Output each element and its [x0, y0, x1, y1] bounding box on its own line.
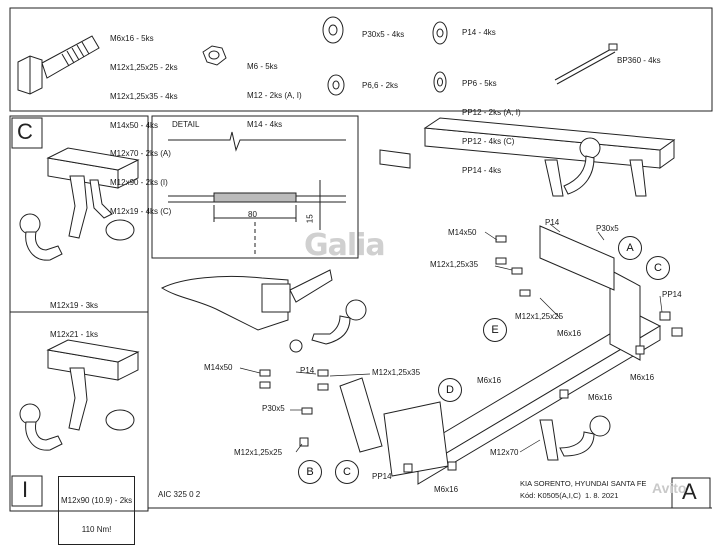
label-m12-35-left: M12x1,25x35 [372, 368, 421, 377]
panel-c-letter: C [17, 119, 33, 144]
panel-c-drawing [19, 147, 140, 261]
washer-pp-list: PP6 - 5ks PP12 - 2ks (A, I) PP12 - 4ks (… [462, 60, 521, 185]
callout-c-top: C [646, 256, 670, 280]
model-code: Kód: K0505(A,I,C) 1. 8. 2021 [520, 491, 619, 500]
nut-list: M6 - 5ks M12 - 2ks (A, I) M14 - 4ks [247, 43, 302, 139]
label-m6x16-bottom: M6x16 [434, 485, 459, 494]
bolt-item: M6x16 - 5ks [110, 34, 154, 44]
fasteners-drawing [259, 235, 683, 473]
washer-p14-label: P14 - 4ks [462, 28, 496, 37]
left-column-frame [9, 115, 149, 512]
callout-c-bottom: C [335, 460, 359, 484]
callout-a: A [618, 236, 642, 260]
label-pp14-right: PP14 [662, 290, 682, 299]
nut-item: M12 - 2ks (A, I) [247, 90, 302, 100]
label-m6x16-d: M6x16 [588, 393, 613, 402]
detail-drawing [168, 131, 346, 254]
exploded-view-drawing [339, 225, 662, 485]
bolt-item: M14x50 - 4ks [110, 120, 159, 130]
bolt-item: M12x1,25x35 - 4ks [110, 91, 178, 101]
panel-c-labels: M12x19 - 3ks M12x21 - 1ks [50, 282, 98, 349]
detail-frame [151, 115, 359, 259]
nut-item: M6 - 5ks [247, 62, 278, 72]
label-m6x16-b: M6x16 [630, 373, 655, 382]
label-m6x16-c: M6x16 [477, 376, 502, 385]
callout-e: E [483, 318, 507, 342]
bolt-item: M12x70 - 2ks (A) [110, 149, 171, 159]
detail-dim-80: 80 [248, 210, 257, 219]
label-m12-25-mid: M12x1,25x25 [515, 312, 564, 321]
drawing-number: AIC 325 0 2 [158, 490, 201, 499]
washer-pp-item: PP12 - 4ks (C) [462, 136, 515, 146]
panel-c-label: M12x19 - 3ks [50, 301, 99, 311]
panel-i-letter: I [22, 477, 29, 502]
washers-drawing [322, 16, 448, 96]
label-p14-top: P14 [545, 218, 560, 227]
cable-tie-label: BP360 - 4ks [617, 56, 661, 65]
bolt-drawing [17, 35, 100, 95]
detail-title: DETAIL [172, 120, 200, 129]
nut-drawing [202, 45, 227, 66]
leader-lines [239, 223, 663, 453]
avito-watermark: Avito [652, 480, 687, 496]
panel-i-box [11, 475, 43, 507]
callout-d: D [438, 378, 462, 402]
detail-dim-15: 15 [305, 214, 315, 224]
label-p30x5-top: P30x5 [596, 224, 619, 233]
galia-watermark: Galia [304, 228, 386, 263]
washer-p30-label: P30x5 - 4ks [362, 30, 405, 39]
bolt-item: M12x90 - 2ks (I) [110, 178, 168, 188]
panel-c-label: M12x21 - 1ks [50, 329, 99, 339]
side-view-drawing [160, 269, 367, 353]
nut-item: M14 - 4ks [247, 119, 283, 129]
label-m12x70: M12x70 [490, 448, 519, 457]
callout-b: B [298, 460, 322, 484]
bolt-list: M6x16 - 5ks M12x1,25x25 - 2ks M12x1,25x3… [110, 15, 178, 226]
panel-c-box [11, 117, 43, 149]
washer-pp-item: PP6 - 5ks [462, 79, 497, 89]
torque-value: 110 Nm! [81, 524, 112, 534]
panel-i-drawing [19, 339, 140, 451]
label-pp14-bottom: PP14 [372, 472, 392, 481]
label-m12-25-bl: M12x1,25x25 [234, 448, 283, 457]
label-m14x50-left: M14x50 [204, 363, 233, 372]
label-m14x50-top: M14x50 [448, 228, 477, 237]
cable-tie-drawing [554, 43, 618, 85]
label-p14-left: P14 [300, 366, 315, 375]
installed-towbar-drawing [379, 117, 676, 197]
bolt-item: M12x19 - 4ks (C) [110, 206, 172, 216]
model-name: KIA SORENTO, HYUNDAI SANTA FE [520, 479, 647, 488]
torque-bolt: M12x90 (10.9) - 2ks [61, 496, 133, 506]
sheet-letter: A [682, 479, 697, 504]
torque-note: M12x90 (10.9) - 2ks 110 Nm! [58, 476, 136, 545]
drawing-lines [9, 7, 713, 512]
washer-p66-label: P6,6 - 2ks [362, 81, 399, 90]
washer-pp-item: PP12 - 2ks (A, I) [462, 107, 521, 117]
hardware-frame [9, 7, 713, 112]
label-m12-35-top: M12x1,25x35 [430, 260, 479, 269]
bolt-item: M12x1,25x25 - 2ks [110, 62, 178, 72]
washer-pp-item: PP14 - 4ks [462, 165, 502, 175]
drawing-sheet: M6x16 - 5ks M12x1,25x25 - 2ks M12x1,25x3… [9, 7, 713, 545]
label-m6x16-a: M6x16 [557, 329, 582, 338]
label-p30x5-left: P30x5 [262, 404, 285, 413]
